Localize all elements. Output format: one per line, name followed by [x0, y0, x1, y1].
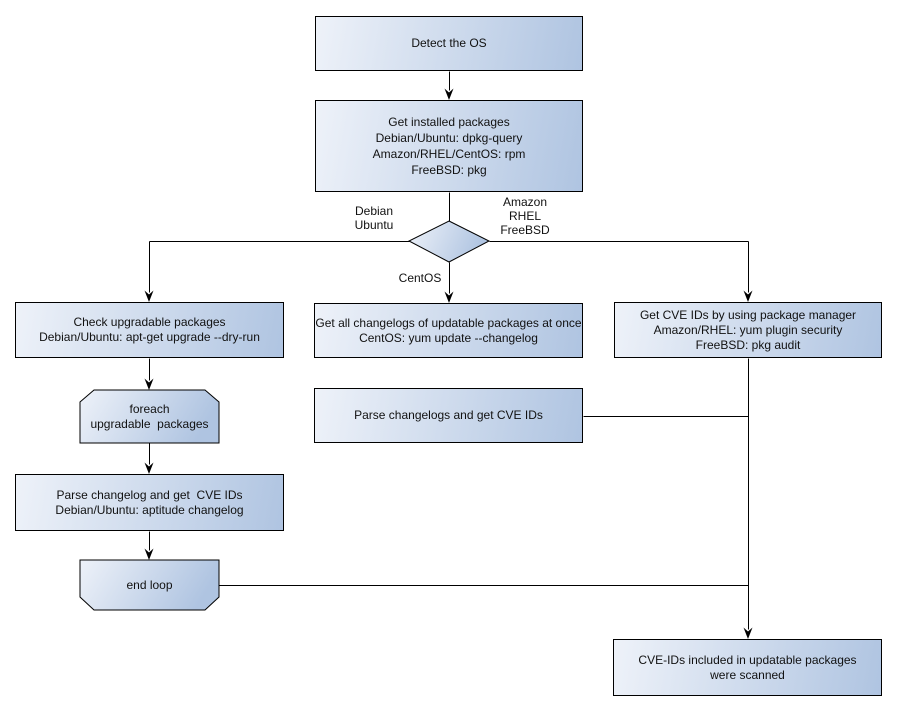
- arrowhead-icon: [144, 290, 154, 302]
- node-parse-changelog: Parse changelog and get CVE IDs Debian/U…: [15, 474, 284, 531]
- node-get-all-changelogs: Get all changelogs of updatable packages…: [314, 303, 583, 358]
- edge-label-amazon-rhel-freebsd: Amazon RHEL FreeBSD: [500, 195, 550, 237]
- edge-label-debian-ubuntu: Debian Ubuntu: [354, 204, 394, 232]
- node-check-upgradable-packages: Check upgradable packages Debian/Ubuntu:…: [15, 302, 284, 358]
- connectors: [149, 71, 749, 630]
- arrowhead-icon: [144, 548, 154, 560]
- end-loop-shape: [79, 559, 220, 611]
- foreach-loop-shape: [79, 389, 220, 444]
- node-parse-changelogs: Parse changelogs and get CVE IDs: [314, 388, 583, 443]
- arrowheads: [144, 88, 753, 639]
- node-detect-os: Detect the OS: [315, 16, 583, 71]
- arrowhead-icon: [743, 627, 753, 639]
- node-get-cve-ids: Get CVE IDs by using package manager Ama…: [614, 302, 882, 358]
- arrowhead-icon: [144, 462, 154, 474]
- arrowhead-icon: [444, 88, 454, 100]
- edge-label-centos: CentOS: [398, 271, 442, 285]
- node-end-loop: end loop: [126, 577, 173, 592]
- node-get-installed-packages: Get installed packages Debian/Ubuntu: dp…: [315, 100, 583, 192]
- arrowhead-icon: [144, 378, 154, 390]
- arrowhead-icon: [743, 290, 753, 302]
- node-result-scanned: CVE-IDs included in updatable packages w…: [613, 639, 882, 696]
- arrowhead-icon: [444, 291, 454, 303]
- node-foreach-loop: foreach upgradable packages: [90, 401, 209, 431]
- os-decision-diamond: [407, 220, 491, 263]
